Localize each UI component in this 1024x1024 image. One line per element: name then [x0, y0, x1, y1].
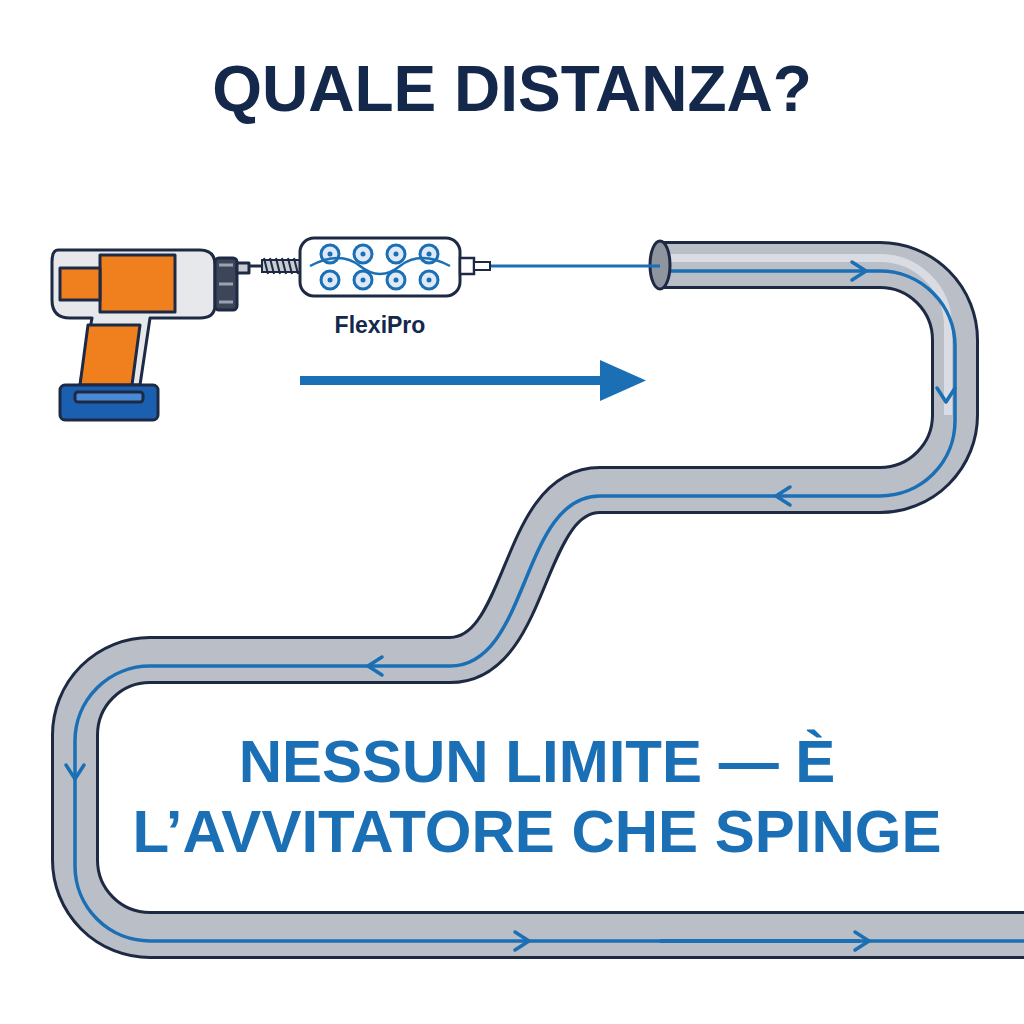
direction-arrow [300, 360, 646, 401]
pipe [75, 258, 1024, 941]
slogan-text: NESSUN LIMITE — È L’AVVITATORE CHE SPING… [112, 727, 962, 867]
roller-axle [328, 252, 333, 257]
roller-axle [394, 278, 399, 283]
roller [354, 271, 372, 289]
roller-axle [427, 252, 432, 257]
device-label: FlexiPro [300, 312, 460, 339]
roller-axle [361, 278, 366, 283]
flow-line [660, 939, 860, 943]
roller [387, 245, 405, 263]
roller [321, 271, 339, 289]
roller [354, 245, 372, 263]
roller-axle [361, 252, 366, 257]
cable [490, 265, 660, 268]
roller [420, 271, 438, 289]
roller [387, 271, 405, 289]
drill [52, 250, 249, 420]
title: QUALE DISTANZA? [0, 52, 1024, 126]
flexipro-device [300, 238, 490, 296]
spring-coil [264, 258, 298, 274]
roller-axle [427, 278, 432, 283]
shaft [249, 265, 262, 268]
roller-axle [328, 278, 333, 283]
roller-axle [394, 252, 399, 257]
